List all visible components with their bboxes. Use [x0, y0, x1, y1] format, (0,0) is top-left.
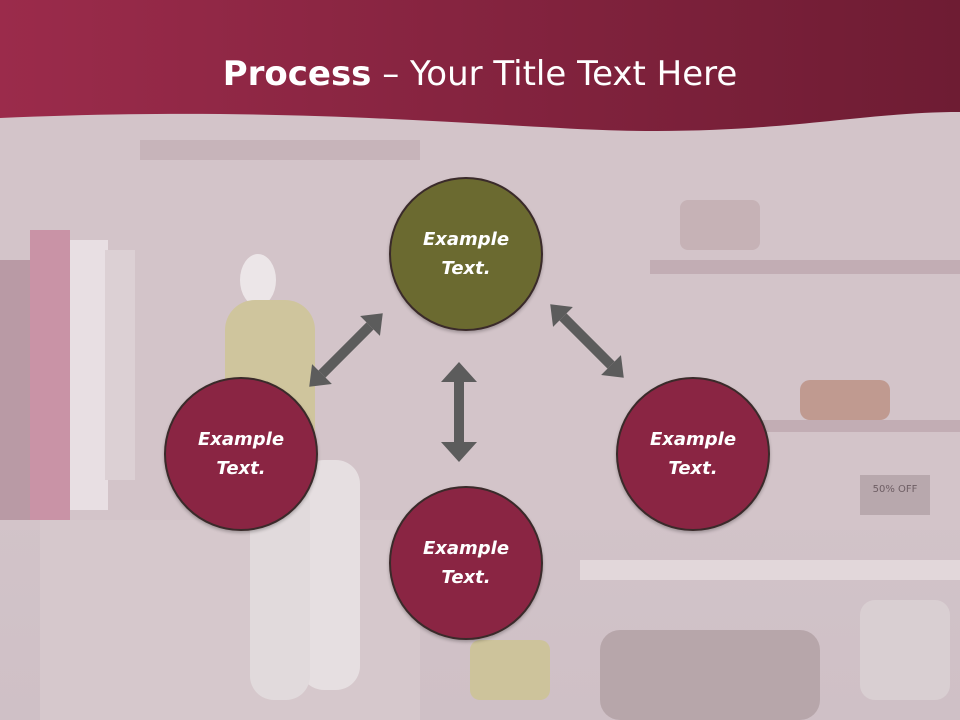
arrow-top-left — [309, 313, 383, 387]
title-rest: – Your Title Text Here — [371, 54, 738, 94]
node-bottom-label: Example Text. — [422, 538, 510, 588]
process-node-left[interactable]: Example Text. — [164, 377, 318, 531]
arrow-vertical — [441, 362, 477, 462]
arrow-top-right — [550, 304, 624, 378]
process-node-top[interactable]: Example Text. — [389, 177, 543, 331]
slide-title: Process – Your Title Text Here — [0, 52, 960, 96]
process-node-bottom[interactable]: Example Text. — [389, 486, 543, 640]
process-node-right[interactable]: Example Text. — [616, 377, 770, 531]
title-bold: Process — [222, 54, 372, 94]
sale-sign-label: 50% OFF — [872, 484, 918, 495]
node-right-label: Example Text. — [649, 429, 737, 479]
node-left-label: Example Text. — [197, 429, 285, 479]
node-top-label: Example Text. — [422, 229, 510, 279]
